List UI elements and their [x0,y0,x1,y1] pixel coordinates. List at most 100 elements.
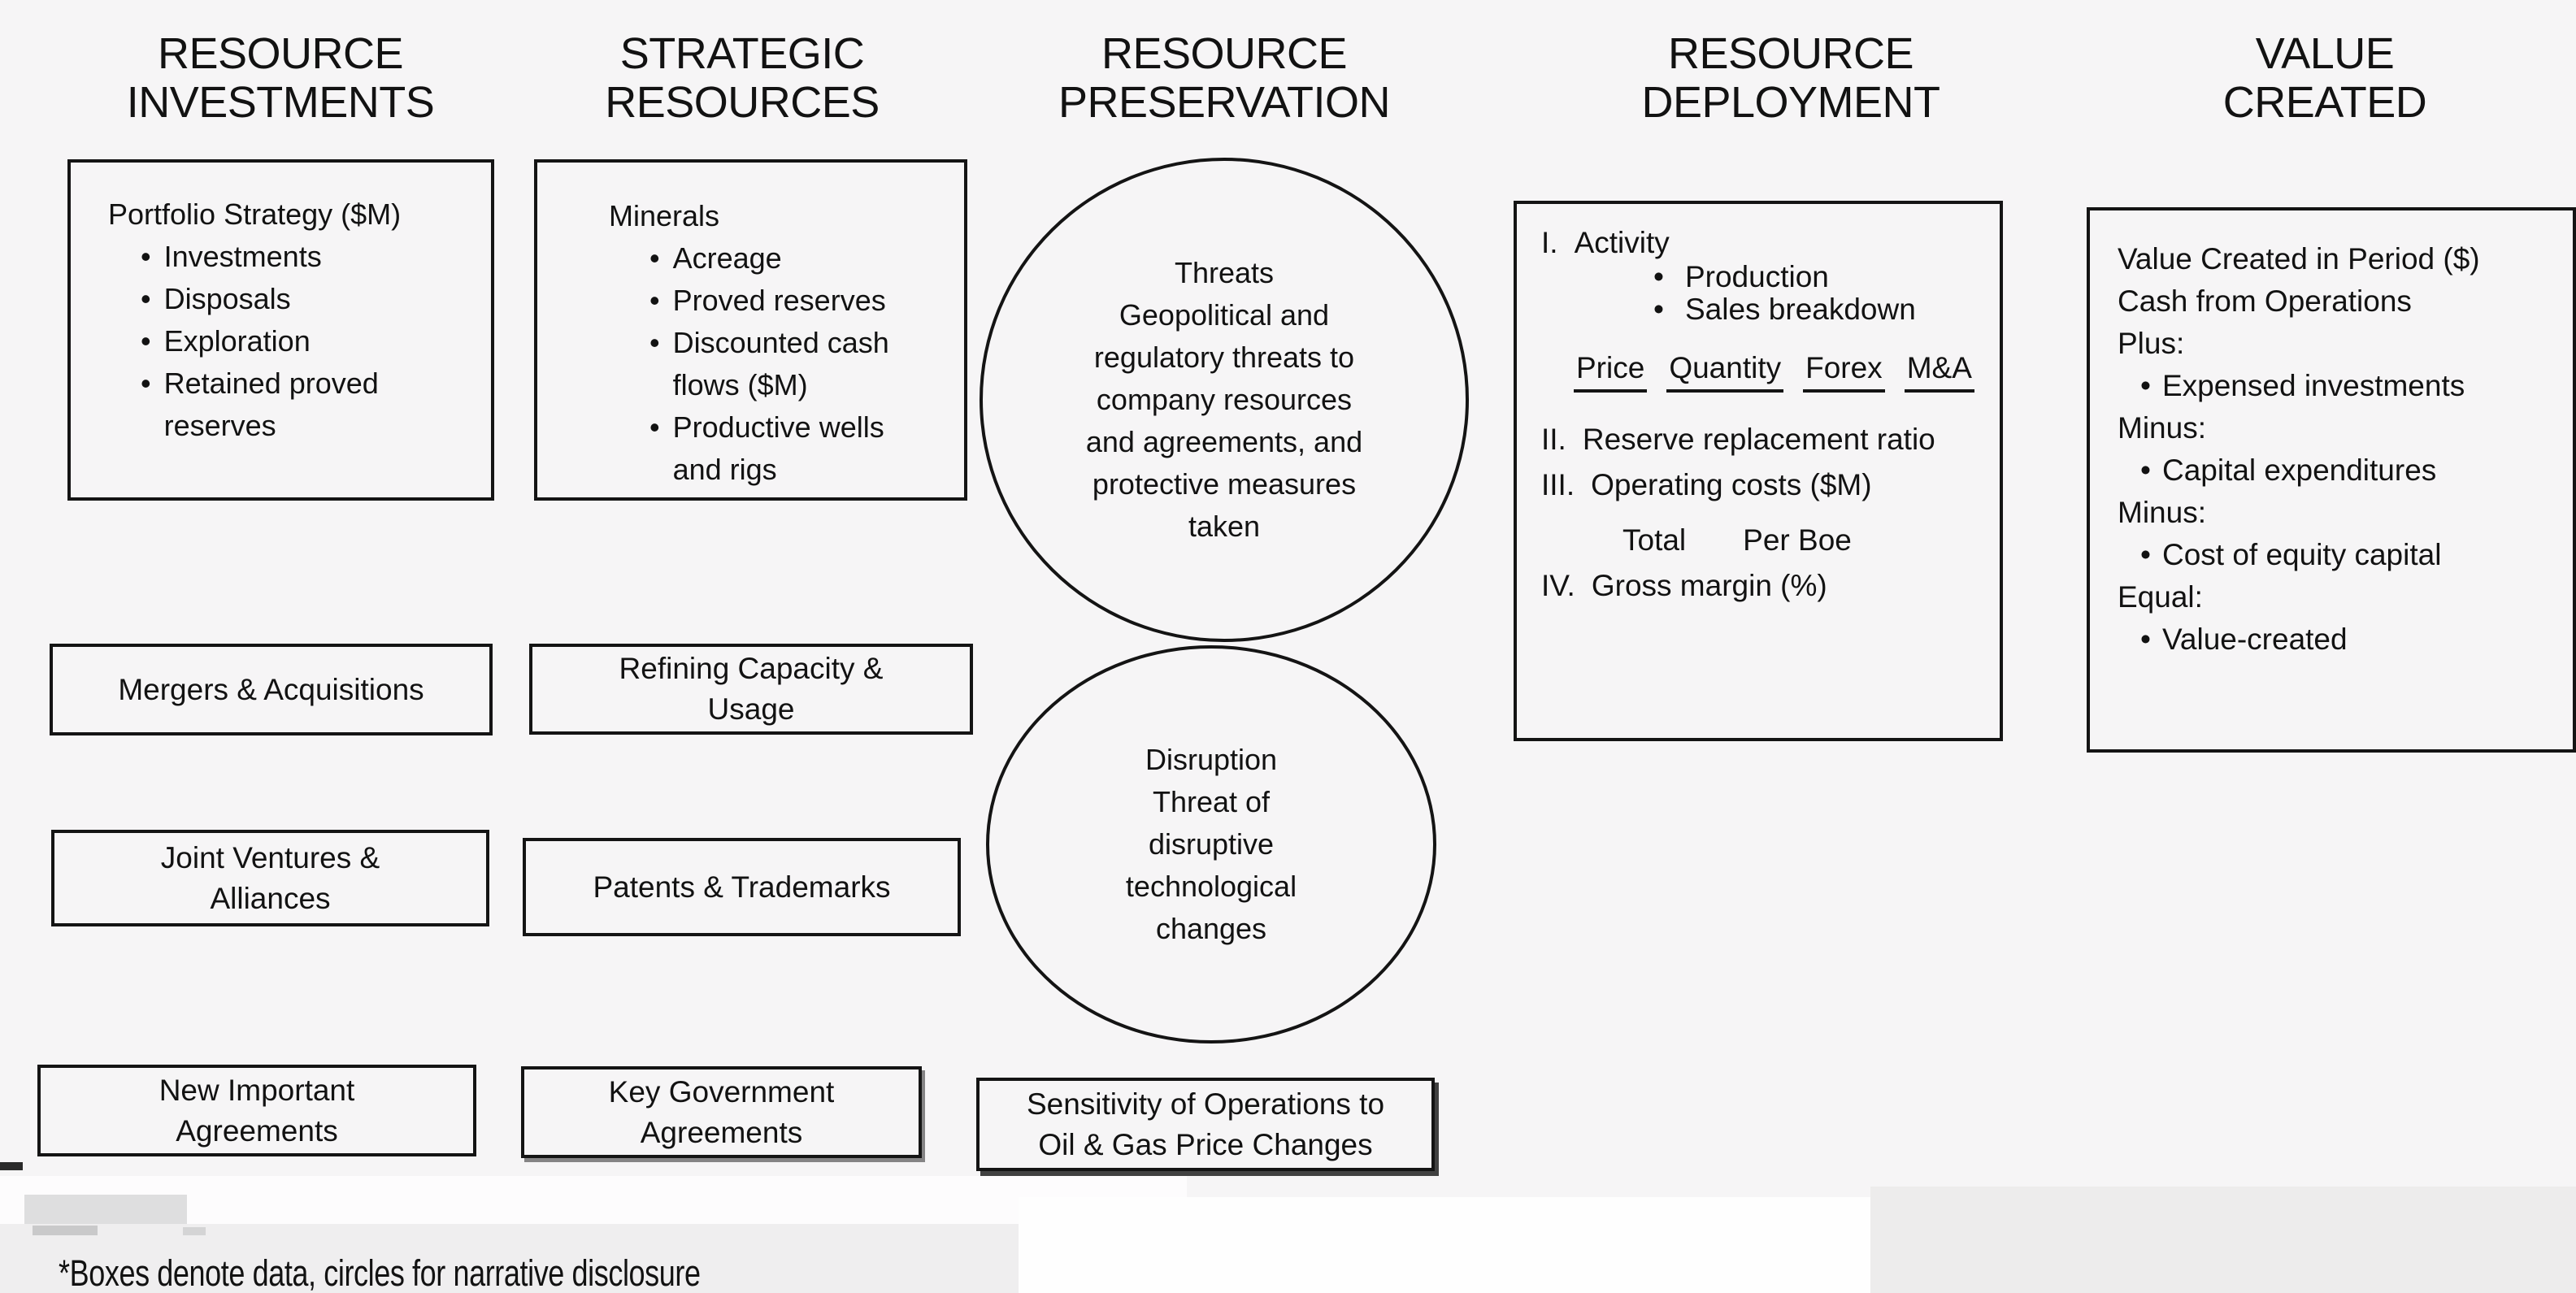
item-label: Gross margin (%) [1591,569,1827,602]
value-line: Plus: [2118,327,2185,360]
patents-trademarks-box: Patents & Trademarks [523,838,961,936]
header-line: DEPLOYMENT [1641,78,1940,127]
minerals-title: Minerals [609,199,720,232]
deployment-item-activity: I. Activity [1541,225,2000,261]
refining-capacity-box: Refining Capacity & Usage [529,644,973,735]
circle-text-line: Threat of [1152,785,1271,818]
circle-text-line: changes [1155,912,1267,945]
scan-artifact [1019,1197,1870,1293]
header-line: STRATEGIC [619,29,865,78]
item-label: Operating costs ($M) [1591,468,1872,501]
header-line: RESOURCE [157,29,404,78]
circle-text-line: regulatory threats to [1093,341,1355,374]
operating-cost-columns: Total Per Boe [1622,523,2000,558]
box-label-line: Agreements [640,1115,803,1149]
joint-ventures-box: Joint Ventures & Alliances [51,830,489,926]
circle-text-line: company resources [1096,383,1353,416]
factor-label: Forex [1803,350,1885,393]
sensitivity-box: Sensitivity of Operations to Oil & Gas P… [976,1078,1435,1171]
box-label-line: Joint Ventures & [160,840,380,874]
deployment-factors: Price Quantity Forex M&A [1574,350,2000,393]
header-line: CREATED [2222,78,2427,127]
threats-circle: Threats Geopolitical and regulatory thre… [980,158,1469,642]
resource-deployment-box: I. Activity Production Sales breakdown P… [1514,201,2003,741]
value-line: Cash from Operations [2118,284,2412,318]
box-label-line: Agreements [176,1113,338,1148]
value-line: Expensed investments [2118,365,2573,407]
value-created-box: Value Created in Period ($) Cash from Op… [2087,207,2576,753]
value-line: Capital expenditures [2118,449,2573,492]
deployment-item-gross-margin: IV. Gross margin (%) [1541,568,2000,604]
circle-text-line: technological [1125,870,1297,903]
list-item: Acreage [649,237,959,280]
list-item: Productive wells and rigs [649,406,959,491]
item-numeral: II. [1541,423,1566,456]
footnote: *Boxes denote data, circles for narrativ… [59,1252,701,1293]
deployment-item-operating-costs: III. Operating costs ($M) [1541,467,2000,503]
value-line: Value-created [2118,618,2573,661]
list-item: Exploration [141,320,481,362]
factor-label: M&A [1904,350,1974,393]
list-item: Investments [141,236,481,278]
value-line: Minus: [2118,496,2206,529]
box-label-line: New Important [159,1073,355,1107]
header-line: RESOURCE [1101,29,1348,78]
box-label-line: Oil & Gas Price Changes [1038,1127,1373,1161]
column-header-resource-preservation: RESOURCE PRESERVATION [980,29,1468,127]
scan-artifact [24,1195,187,1224]
cost-column-label: Per Boe [1743,523,1852,557]
scan-artifact [33,1226,98,1235]
factor-label: Price [1574,350,1648,393]
list-item: Discounted cash flows ($M) [649,322,959,406]
box-label: Patents & Trademarks [593,870,891,904]
column-header-value-created: VALUE CREATED [2081,29,2569,127]
header-line: RESOURCES [605,78,880,127]
circle-text-line: and agreements, and [1085,425,1363,458]
threats-circle-text: Threats Geopolitical and regulatory thre… [1086,252,1362,548]
value-line: Value Created in Period ($) [2118,242,2480,276]
circle-text-line: Threats [1174,256,1275,289]
header-line: INVESTMENTS [126,78,435,127]
portfolio-strategy-title: Portfolio Strategy ($M) [108,197,402,231]
box-label-line: Usage [707,692,795,726]
item-label: Activity [1574,226,1670,259]
circle-text-line: taken [1188,510,1261,543]
disruption-circle-text: Disruption Threat of disruptive technolo… [1126,739,1297,950]
list-item: Proved reserves [649,280,959,322]
minerals-box: Minerals Acreage Proved reserves Discoun… [534,159,967,501]
new-agreements-box: New Important Agreements [37,1065,476,1156]
value-line: Minus: [2118,411,2206,445]
item-label: Reserve replacement ratio [1582,423,1935,456]
scan-artifact [0,1224,1019,1293]
header-line: RESOURCE [1667,29,1914,78]
list-item: Sales breakdown [1653,293,2000,326]
factor-label: Quantity [1666,350,1784,393]
list-item: Production [1653,261,2000,293]
circle-text-line: protective measures [1092,467,1357,501]
item-numeral: IV. [1541,569,1575,602]
header-line: VALUE [2255,29,2395,78]
value-line: Cost of equity capital [2118,534,2573,576]
box-label-line: Sensitivity of Operations to [1026,1087,1385,1121]
scan-artifact [1870,1187,2576,1293]
circle-text-line: disruptive [1148,827,1275,861]
circle-text-line: Disruption [1145,743,1278,776]
header-line: PRESERVATION [1058,78,1391,127]
scan-artifact [183,1227,206,1235]
value-line: Equal: [2118,580,2203,614]
cost-column-label: Total [1622,523,1687,557]
list-item: Retained proved reserves [141,362,481,447]
box-label-line: Alliances [210,881,331,915]
circle-text-line: Geopolitical and [1119,298,1330,332]
column-header-resource-deployment: RESOURCE DEPLOYMENT [1547,29,2035,127]
deployment-item-reserve-ratio: II. Reserve replacement ratio [1541,422,2000,458]
key-government-box: Key Government Agreements [521,1066,922,1158]
mergers-acquisitions-box: Mergers & Acquisitions [50,644,493,735]
item-numeral: I. [1541,226,1558,259]
box-label-line: Key Government [608,1074,835,1109]
item-numeral: III. [1541,468,1575,501]
list-item: Disposals [141,278,481,320]
box-label: Mergers & Acquisitions [118,672,424,706]
column-header-strategic-resources: STRATEGIC RESOURCES [498,29,986,127]
